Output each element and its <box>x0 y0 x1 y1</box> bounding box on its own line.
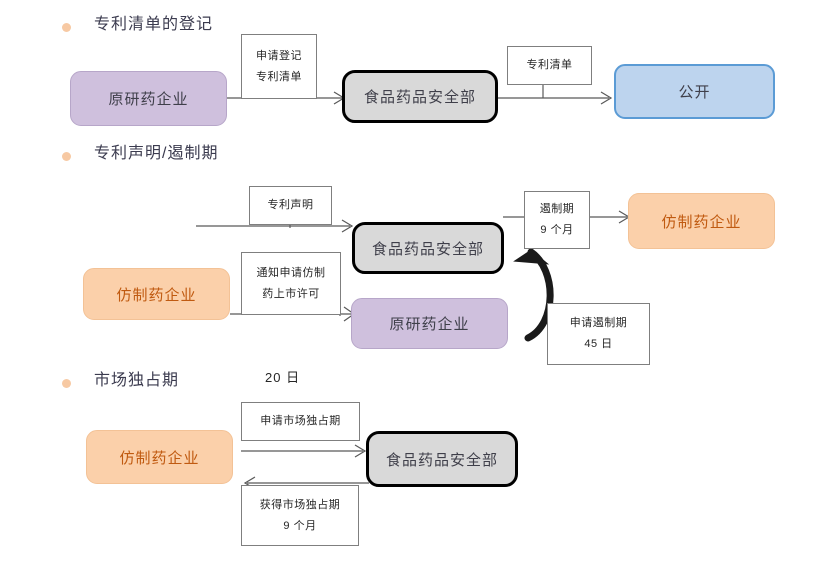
node-label: 原研药企业 <box>108 91 189 108</box>
label-line: 申请遏制期 <box>569 317 628 330</box>
label-notify-generic-application: 通知申请仿制 药上市许可 <box>241 252 341 315</box>
label-line: 药上市许可 <box>262 287 320 300</box>
section-title-3: 市场独占期 <box>94 372 180 389</box>
connector-curved-stay-request <box>513 248 554 342</box>
label-line: 专利清单 <box>256 70 302 83</box>
node-label: 仿制药企业 <box>116 286 197 304</box>
label-apply-registration: 申请登记 专利清单 <box>241 34 317 99</box>
label-line: 通知申请仿制 <box>256 266 326 279</box>
section-title-2: 专利声明/遏制期 <box>94 145 219 162</box>
connector-mfds-2-to-stay-box <box>503 216 525 218</box>
connector-mfds-to-public-1 <box>497 91 613 105</box>
connector-stay-box-to-generic-2b <box>589 210 631 224</box>
node-label: 仿制药企业 <box>119 449 200 467</box>
label-stay-period: 遏制期 9 个月 <box>524 191 590 249</box>
label-apply-stay-period: 申请遏制期 45 日 <box>547 303 650 365</box>
connector-to-mfds-2 <box>196 219 354 233</box>
label-line: 申请市场独占期 <box>260 415 341 428</box>
node-label: 公开 <box>678 84 711 101</box>
label-line: 9 个月 <box>283 519 317 532</box>
label-line: 申请登记 <box>256 49 302 62</box>
node-label: 仿制药企业 <box>661 213 742 231</box>
node-public-1[interactable]: 公开 <box>614 64 775 119</box>
label-apply-market-exclusivity: 申请市场独占期 <box>241 402 360 441</box>
node-label: 食品药品安全部 <box>385 451 498 469</box>
label-line: 45 日 <box>584 338 613 350</box>
node-originator-company-2[interactable]: 原研药企业 <box>351 298 508 349</box>
label-patent-list: 专利清单 <box>507 46 592 85</box>
node-label: 食品药品安全部 <box>363 89 476 106</box>
node-generic-company-3[interactable]: 仿制药企业 <box>86 430 233 484</box>
node-mfds-2[interactable]: 食品药品安全部 <box>352 222 504 274</box>
node-label: 食品药品安全部 <box>371 240 484 258</box>
connector-generic-3-to-mfds-3 <box>241 444 367 458</box>
label-patent-statement: 专利声明 <box>249 186 332 225</box>
node-label: 原研药企业 <box>389 316 470 333</box>
section-title-1: 专利清单的登记 <box>94 16 214 33</box>
node-generic-company-2b[interactable]: 仿制药企业 <box>628 193 775 249</box>
label-line: 遏制期 <box>539 203 575 216</box>
label-obtain-market-exclusivity: 获得市场独占期 9 个月 <box>241 485 359 546</box>
floating-text-20-days: 20 日 <box>265 370 301 385</box>
bullet-icon-section-2 <box>62 152 71 161</box>
label-line: 9 个月 <box>540 224 574 236</box>
label-line: 获得市场独占期 <box>259 498 341 511</box>
bullet-icon-section-1 <box>62 23 71 32</box>
node-originator-company-1[interactable]: 原研药企业 <box>70 71 227 126</box>
bullet-icon-section-3 <box>62 379 71 388</box>
label-line: 专利清单 <box>526 59 573 72</box>
node-mfds-1[interactable]: 食品药品安全部 <box>342 70 498 123</box>
node-mfds-3[interactable]: 食品药品安全部 <box>366 431 518 487</box>
node-generic-company-2[interactable]: 仿制药企业 <box>83 268 230 320</box>
label-line: 专利声明 <box>267 199 314 212</box>
